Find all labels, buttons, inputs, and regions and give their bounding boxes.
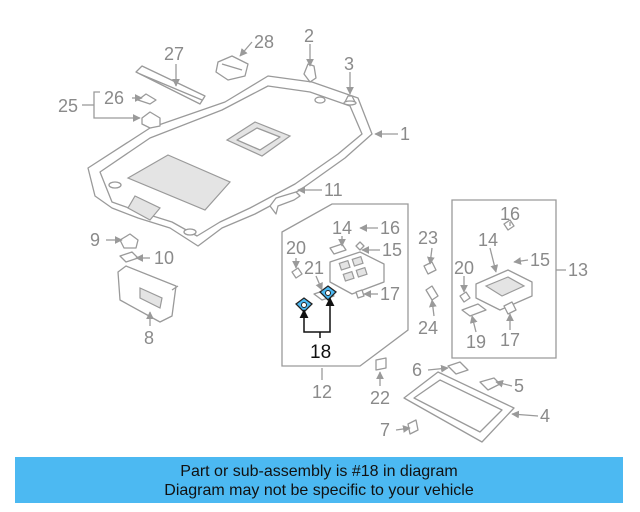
callout-16a: 16	[380, 218, 400, 238]
callout-12: 12	[312, 382, 332, 402]
callout-26: 26	[104, 88, 124, 108]
callout-6: 6	[412, 360, 422, 380]
callout-15a: 15	[382, 240, 402, 260]
callout-20a: 20	[286, 238, 306, 258]
room-lamp-assembly	[459, 219, 533, 317]
banner-line-part-number: Part or sub-assembly is #18 in diagram	[180, 463, 458, 480]
callout-14a: 14	[332, 218, 352, 238]
callout-8: 8	[144, 328, 154, 348]
callout-7: 7	[380, 420, 390, 440]
callout-25: 25	[58, 96, 78, 116]
callout-10: 10	[154, 248, 174, 268]
callout-13: 13	[568, 260, 588, 280]
rail-part-27	[135, 65, 206, 105]
callout-19: 19	[466, 332, 486, 352]
callout-15b: 15	[530, 250, 550, 270]
leader-lines	[82, 41, 566, 433]
callout-27: 27	[164, 44, 184, 64]
clip-part-10	[119, 251, 139, 263]
callout-23: 23	[418, 228, 438, 248]
callout-18: 18	[310, 342, 331, 363]
sunroof-frame-part-4	[403, 371, 515, 443]
callout-14b: 14	[478, 230, 498, 250]
clip-part-6	[447, 361, 469, 375]
callout-22: 22	[370, 388, 390, 408]
sun-visor-part-8	[117, 265, 179, 323]
info-banner: Part or sub-assembly is #18 in diagram D…	[15, 457, 623, 503]
callout-5: 5	[514, 376, 524, 396]
clip-part-2	[303, 63, 317, 83]
clip-part-9	[119, 233, 139, 249]
callout-21: 21	[304, 258, 324, 278]
block-part-28	[215, 55, 249, 81]
callout-17a: 17	[380, 284, 400, 304]
parts-diagram: 1 2 3 4 5 6 7 8 9 10 11 12 13 14 14 15 1…	[58, 26, 588, 443]
callout-2: 2	[304, 26, 314, 46]
clip-part-26	[137, 93, 157, 105]
callout-9: 9	[90, 230, 100, 250]
callout-16b: 16	[500, 204, 520, 224]
clip-part-3	[343, 95, 357, 106]
callout-20b: 20	[454, 258, 474, 278]
map-lamp-assembly	[291, 241, 385, 301]
clip-part-24	[425, 285, 439, 301]
callout-24: 24	[418, 318, 438, 338]
clip-part-25	[141, 111, 161, 129]
callout-11: 11	[324, 180, 343, 200]
callout-28: 28	[254, 32, 274, 52]
highlighted-part-18	[295, 285, 337, 338]
headliner-part	[87, 75, 373, 247]
assembly-box-13	[451, 199, 557, 359]
clip-part-5	[479, 377, 501, 391]
callout-3: 3	[344, 54, 354, 74]
callout-1: 1	[400, 124, 410, 144]
callout-4: 4	[540, 406, 550, 426]
callout-17b: 17	[500, 330, 520, 350]
banner-line-disclaimer: Diagram may not be specific to your vehi…	[164, 482, 474, 499]
clip-part-7	[407, 419, 419, 435]
clip-part-22	[375, 357, 387, 371]
grab-handle-part-11	[269, 191, 301, 215]
assembly-box-12	[281, 203, 409, 367]
callout-labels: 1 2 3 4 5 6 7 8 9 10 11 12 13 14 14 15 1…	[58, 26, 588, 440]
